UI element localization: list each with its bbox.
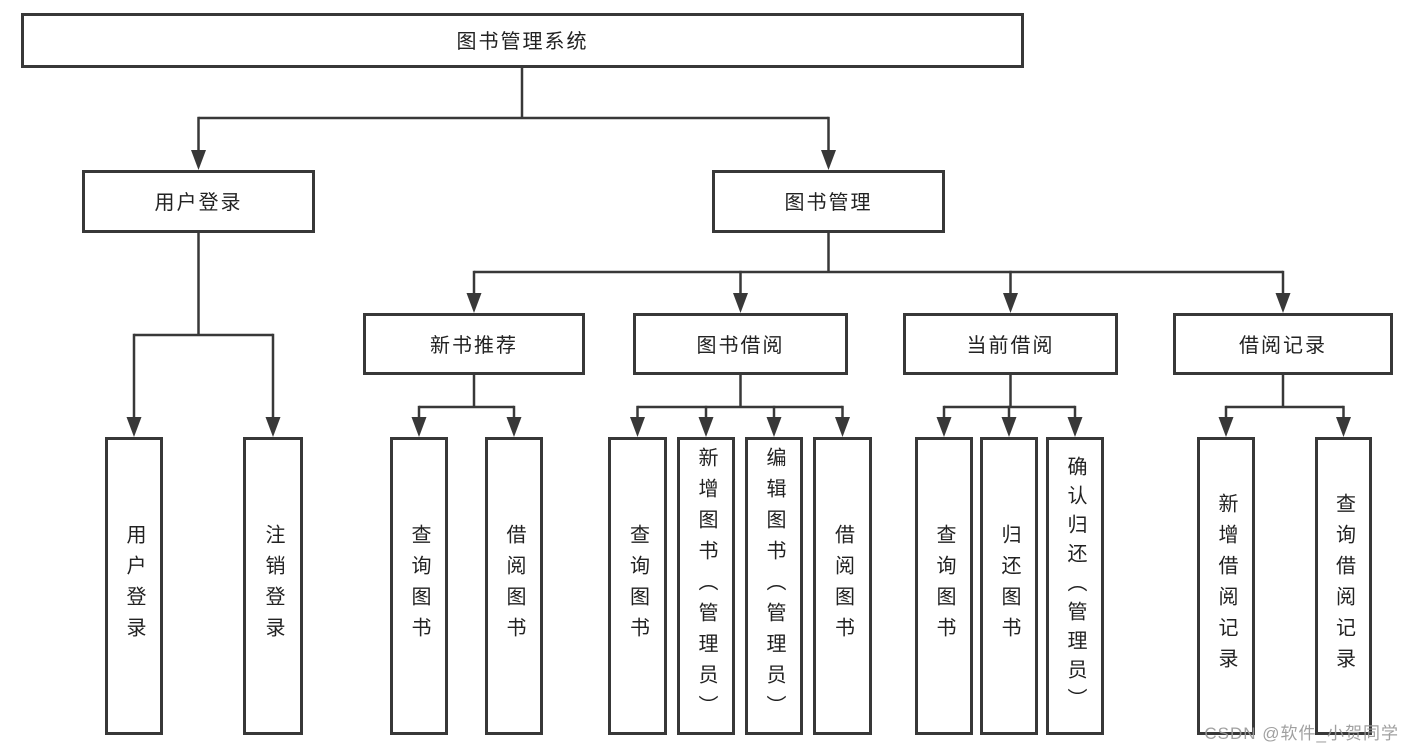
- node-label: 新增借阅记录: [1215, 493, 1237, 679]
- node-label: 查询借阅记录: [1332, 493, 1355, 679]
- leaf-borrow-books-rec: 借阅图书: [485, 437, 543, 735]
- arrowhead-icon: [191, 150, 206, 170]
- arrowhead-icon: [698, 417, 714, 437]
- leaf-query-books-borrow: 查询图书: [608, 437, 667, 735]
- connector-user-login-children: [126, 233, 281, 437]
- leaf-user-login: 用户登录: [105, 437, 163, 735]
- node-label: 查询图书: [933, 524, 955, 648]
- watermark: CSDN @软件_小贺同学: [1204, 724, 1399, 743]
- node-label: 借阅图书: [831, 524, 854, 648]
- arrowhead-icon: [835, 417, 850, 437]
- connector-borrow-record-children: [1218, 375, 1351, 437]
- connector-current-borrow-children: [936, 375, 1083, 437]
- node-book-mgmt: 图书管理: [712, 170, 945, 233]
- leaf-edit-book-admin: 编辑图书（管理员）: [745, 437, 803, 735]
- node-new-book-rec: 新书推荐: [363, 313, 585, 375]
- leaf-return-book: 归还图书: [980, 437, 1038, 735]
- node-label: 查询图书: [626, 524, 649, 648]
- connector-book-mgmt-sections: [466, 233, 1291, 313]
- node-label: 确认归还（管理员）: [1064, 455, 1086, 717]
- leaf-confirm-return-admin: 确认归还（管理员）: [1046, 437, 1104, 735]
- node-user-login: 用户登录: [82, 170, 315, 233]
- node-root-system: 图书管理系统: [21, 13, 1024, 68]
- node-label: 查询图书: [408, 524, 430, 648]
- leaf-add-book-admin: 新增图书（管理员）: [677, 437, 735, 735]
- node-label: 编辑图书（管理员）: [763, 446, 785, 726]
- node-label: 借阅记录: [1239, 334, 1327, 357]
- arrowhead-icon: [126, 417, 142, 437]
- connector-root-to-level2: [191, 68, 836, 170]
- arrowhead-icon: [821, 150, 836, 170]
- arrowhead-icon: [506, 417, 522, 437]
- node-label: 注销登录: [262, 524, 284, 648]
- arrowhead-icon: [630, 417, 645, 437]
- arrowhead-icon: [1003, 293, 1018, 313]
- arrowhead-icon: [1001, 417, 1017, 437]
- arrowhead-icon: [1275, 293, 1291, 313]
- leaf-add-borrow-record: 新增借阅记录: [1197, 437, 1255, 735]
- arrowhead-icon: [265, 417, 281, 437]
- leaf-query-books-rec: 查询图书: [390, 437, 448, 735]
- arrowhead-icon: [766, 417, 782, 437]
- leaf-logout: 注销登录: [243, 437, 303, 735]
- arrowhead-icon: [1336, 417, 1351, 437]
- node-label: 新书推荐: [430, 334, 518, 357]
- arrowhead-icon: [733, 293, 748, 313]
- node-label: 用户登录: [123, 524, 145, 648]
- arrowhead-icon: [1218, 417, 1234, 437]
- node-label: 归还图书: [998, 524, 1020, 648]
- node-label: 图书借阅: [696, 334, 785, 357]
- connector-book-borrow-children: [630, 375, 850, 437]
- arrowhead-icon: [466, 293, 482, 313]
- node-current-borrow: 当前借阅: [903, 313, 1118, 375]
- node-label: 图书管理系统: [456, 31, 589, 53]
- node-label: 新增图书（管理员）: [695, 446, 717, 726]
- node-label: 图书管理: [784, 192, 873, 214]
- connector-new-book-children: [411, 375, 522, 437]
- leaf-borrow-book: 借阅图书: [813, 437, 872, 735]
- node-label: 当前借阅: [966, 334, 1055, 357]
- node-borrow-record: 借阅记录: [1173, 313, 1393, 375]
- leaf-query-borrow-record: 查询借阅记录: [1315, 437, 1372, 735]
- arrowhead-icon: [936, 417, 952, 437]
- arrowhead-icon: [411, 417, 427, 437]
- node-label: 借阅图书: [503, 524, 525, 648]
- arrowhead-icon: [1067, 417, 1083, 437]
- node-label: 用户登录: [154, 192, 243, 214]
- leaf-query-books-current: 查询图书: [915, 437, 973, 735]
- node-book-borrow: 图书借阅: [633, 313, 848, 375]
